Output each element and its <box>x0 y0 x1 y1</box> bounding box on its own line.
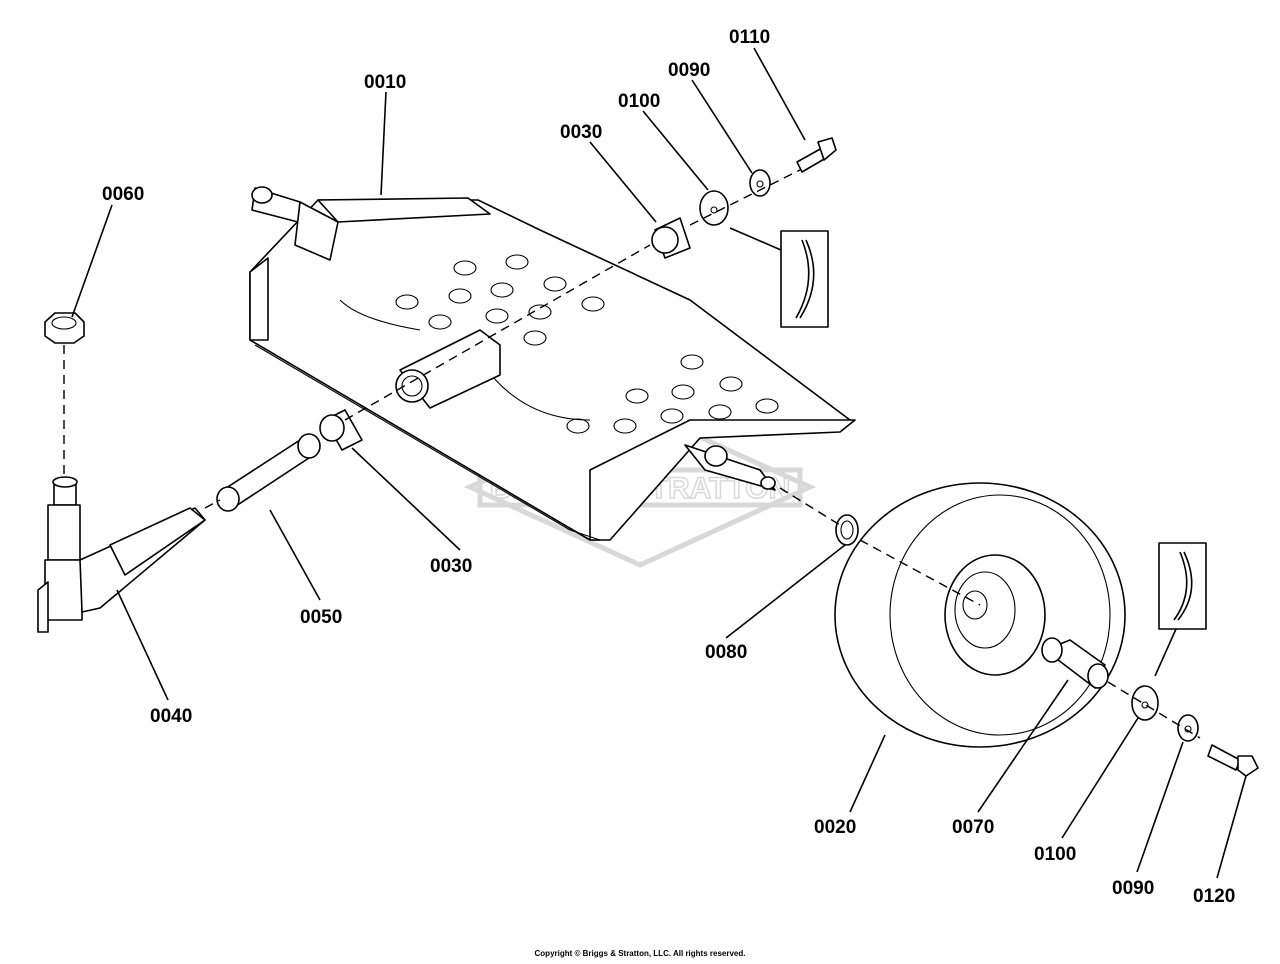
wheel-bushing[interactable] <box>1041 637 1109 689</box>
washer-detail-callout-bottom <box>1154 542 1207 677</box>
frame-holes <box>395 254 779 434</box>
label-0010: 0010 <box>364 72 406 93</box>
washer-large-bottom[interactable] <box>1131 685 1159 721</box>
label-0030-top: 0030 <box>560 122 602 143</box>
axle-frame[interactable] <box>249 186 856 541</box>
label-0050: 0050 <box>300 607 342 628</box>
wheel-tire[interactable] <box>834 482 1126 748</box>
part-labels: 0010 0020 0030 0030 0040 0050 0060 0070 … <box>102 27 1235 907</box>
lock-nut[interactable] <box>44 312 85 344</box>
label-0100-top: 0100 <box>618 91 660 112</box>
label-0020: 0020 <box>814 817 856 838</box>
bushing-left[interactable] <box>319 409 363 451</box>
label-0090-bottom: 0090 <box>1112 878 1154 899</box>
label-0100-bottom: 0100 <box>1034 844 1076 865</box>
label-0110: 0110 <box>729 27 770 48</box>
washer-detail-callout-top <box>729 227 829 328</box>
bushing-right[interactable] <box>651 217 691 259</box>
bolt-top[interactable] <box>796 137 837 173</box>
label-0080: 0080 <box>705 642 747 663</box>
washer-thrust[interactable] <box>835 514 859 546</box>
label-0070: 0070 <box>952 817 994 838</box>
label-0040: 0040 <box>150 706 192 727</box>
leader-lines <box>71 47 1247 879</box>
label-0120: 0120 <box>1193 886 1235 907</box>
washer-small-top[interactable] <box>749 169 771 197</box>
spacer-tube[interactable] <box>216 433 321 512</box>
assembly-axis-lines <box>63 169 1201 739</box>
washer-small-bottom[interactable] <box>1177 714 1199 742</box>
spindle[interactable] <box>37 476 206 633</box>
copyright-notice: Copyright © Briggs & Stratton, LLC. All … <box>534 949 746 958</box>
label-0060: 0060 <box>102 184 144 205</box>
label-0030-bottom: 0030 <box>430 556 472 577</box>
label-0090-top: 0090 <box>668 60 710 81</box>
bolt-bottom[interactable] <box>1207 744 1259 777</box>
